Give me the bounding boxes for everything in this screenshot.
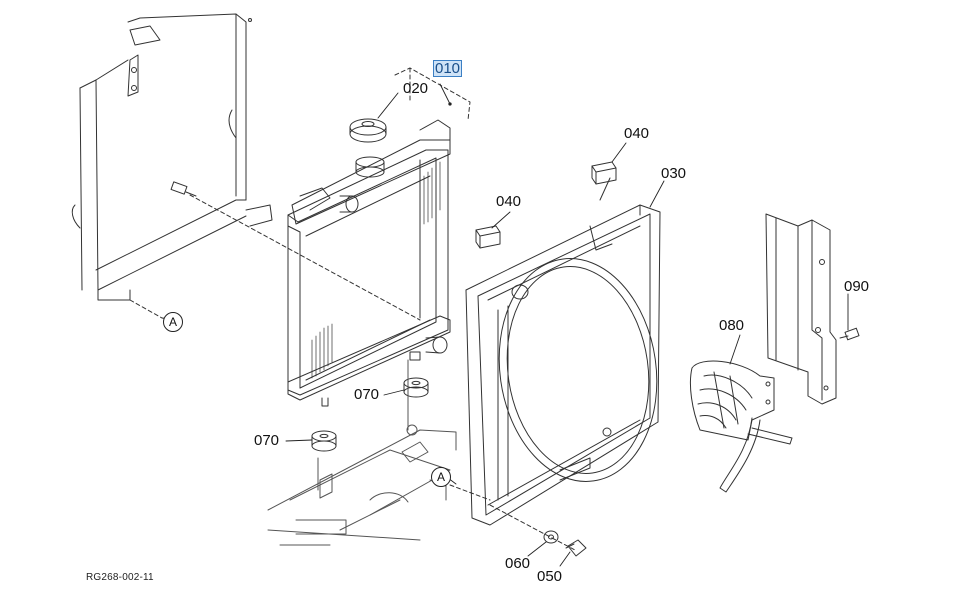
base-plate bbox=[267, 359, 457, 546]
side-bracket bbox=[765, 213, 837, 405]
radiator bbox=[287, 119, 451, 407]
part-label-070-upper[interactable]: 070 bbox=[354, 386, 380, 403]
part-label-050[interactable]: 050 bbox=[537, 568, 563, 585]
bracket-bolt bbox=[839, 327, 860, 341]
rubber-pad-right bbox=[591, 161, 617, 185]
leader-lines bbox=[161, 83, 849, 567]
reference-marker-a-right: A bbox=[431, 467, 451, 487]
drawing-id: RG268-002-11 bbox=[86, 572, 154, 583]
cushion-lower bbox=[311, 430, 337, 452]
washer bbox=[543, 530, 559, 544]
frame-bolt bbox=[170, 181, 197, 197]
part-label-090[interactable]: 090 bbox=[844, 278, 870, 295]
part-label-040-left[interactable]: 040 bbox=[496, 193, 522, 210]
part-label-020[interactable]: 020 bbox=[403, 80, 429, 97]
radiator-cap bbox=[349, 118, 387, 143]
part-label-010[interactable]: 010 bbox=[433, 60, 463, 77]
part-label-060[interactable]: 060 bbox=[505, 555, 531, 572]
fan-guard bbox=[689, 360, 793, 493]
fan-shroud bbox=[465, 177, 661, 526]
rubber-pad-left bbox=[475, 225, 501, 249]
cushion-upper bbox=[403, 377, 429, 398]
part-label-070-lower[interactable]: 070 bbox=[254, 432, 280, 449]
support-frame bbox=[71, 13, 273, 301]
shroud-bolt bbox=[565, 539, 587, 557]
reference-marker-a-left: A bbox=[163, 312, 183, 332]
part-label-080[interactable]: 080 bbox=[719, 317, 745, 334]
part-label-040-right[interactable]: 040 bbox=[624, 125, 650, 142]
part-label-030[interactable]: 030 bbox=[661, 165, 687, 182]
